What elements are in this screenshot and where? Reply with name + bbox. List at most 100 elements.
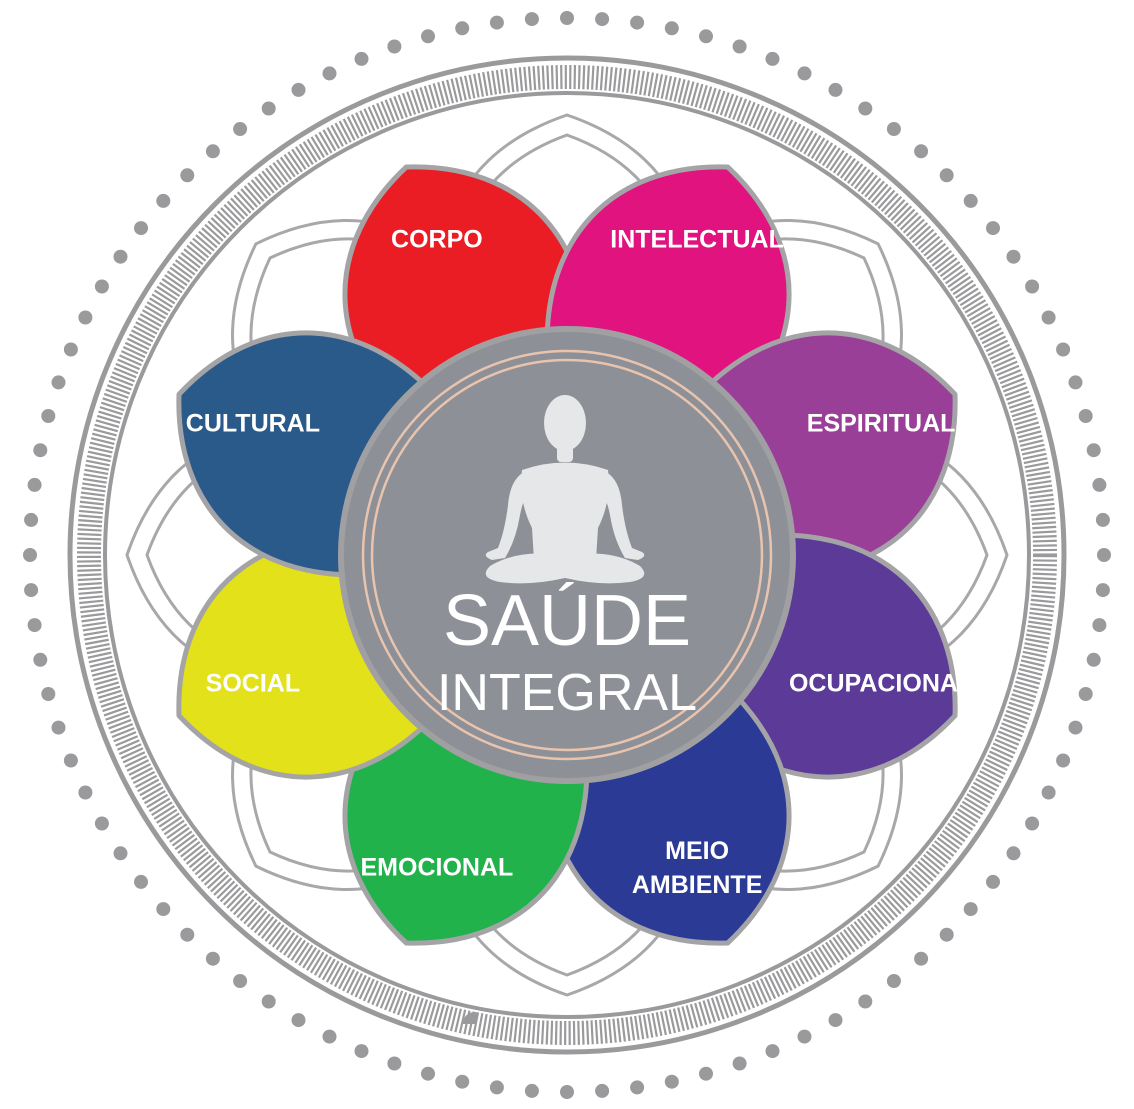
decorative-dot	[886, 122, 901, 136]
center-disc: SAÚDE INTEGRAL	[338, 326, 796, 784]
decorative-dot	[560, 1085, 574, 1099]
decorative-dot	[1056, 753, 1071, 768]
decorative-dot	[939, 927, 954, 942]
decorative-dot	[156, 902, 171, 917]
decorative-dot	[455, 1074, 470, 1089]
decorative-dot	[1095, 583, 1110, 598]
petal-label: CULTURAL	[186, 410, 320, 438]
decorative-dot	[205, 144, 220, 159]
decorative-dot	[986, 221, 1000, 236]
decorative-dot	[51, 720, 66, 735]
decorative-dot	[322, 1029, 337, 1044]
decorative-dot	[664, 21, 679, 36]
decorative-dot	[24, 583, 39, 598]
center-ring-inner	[370, 358, 764, 752]
petal-label: EMOCIONAL	[361, 854, 514, 882]
center-title: SAÚDE	[443, 581, 691, 661]
decorative-dot	[1097, 548, 1111, 562]
decorative-dot	[765, 1044, 780, 1059]
decorative-dot	[828, 82, 843, 97]
decorative-dot	[1006, 846, 1021, 861]
meditation-figure-icon	[485, 395, 645, 584]
decorative-dot	[33, 443, 48, 458]
decorative-dot	[180, 168, 195, 183]
decorative-dot	[51, 375, 66, 390]
decorative-dot	[560, 11, 574, 25]
decorative-dot	[1025, 816, 1040, 831]
decorative-dot	[261, 101, 276, 116]
decorative-dot	[858, 994, 873, 1009]
decorative-dot	[1086, 443, 1101, 458]
center-ring-outer	[361, 349, 773, 761]
decorative-dot	[664, 1074, 679, 1089]
outer-ring	[67, 55, 1067, 1055]
decorative-dot	[524, 12, 539, 27]
petal-label: CORPO	[391, 226, 483, 254]
decorative-dot	[699, 29, 713, 44]
inner-ring	[103, 91, 1031, 1019]
decorative-dot	[797, 1029, 812, 1044]
decorative-dot	[595, 1083, 610, 1098]
decorative-dot	[732, 1056, 747, 1071]
decorative-dot	[630, 1080, 645, 1095]
decorative-dot	[489, 1080, 504, 1095]
decorative-dot	[421, 29, 435, 44]
petal-label: ESPIRITUAL	[807, 410, 956, 438]
decorative-dot	[1078, 409, 1093, 423]
decorative-dot	[94, 279, 109, 294]
decorative-dot	[63, 753, 78, 768]
decorative-dot	[524, 1083, 539, 1098]
decorative-dot	[27, 477, 42, 492]
decorative-dot	[1006, 249, 1021, 264]
decorative-dot	[421, 1066, 435, 1081]
decorative-dot	[387, 1056, 402, 1071]
decorative-dot	[914, 144, 929, 159]
center-subtitle: INTEGRAL	[437, 664, 697, 722]
decorative-dot	[94, 816, 109, 831]
decorative-dot	[1086, 652, 1101, 667]
decorative-dot	[1068, 720, 1083, 735]
decorative-dot	[939, 168, 954, 183]
decorative-dot	[1095, 512, 1110, 527]
decorative-dot	[261, 994, 276, 1009]
decorative-dot	[78, 785, 93, 800]
decorative-dot	[63, 342, 78, 357]
decorative-dot	[699, 1066, 713, 1081]
decorative-dot	[113, 249, 128, 264]
decorative-dot	[23, 548, 37, 562]
decorative-dot	[1078, 687, 1093, 701]
decorative-dot	[205, 951, 220, 966]
decorative-dot	[732, 39, 747, 54]
decorative-dot	[914, 951, 929, 966]
decorative-dot	[134, 221, 148, 236]
decorative-dot	[1041, 785, 1056, 800]
decorative-dot	[41, 687, 56, 701]
decorative-dot	[886, 974, 901, 988]
decorative-dot	[1092, 477, 1107, 492]
decorative-dot	[113, 846, 128, 861]
decorative-dot	[963, 193, 978, 208]
decorative-dot	[156, 193, 171, 208]
decorative-dot	[858, 101, 873, 116]
petal-label: OCUPACIONAL	[789, 670, 973, 698]
decorative-dot	[630, 15, 645, 30]
decorative-dot	[354, 51, 369, 66]
decorative-dot	[1068, 375, 1083, 390]
decorative-dot	[1056, 342, 1071, 357]
decorative-dot	[1092, 618, 1107, 633]
decorative-dot	[180, 927, 195, 942]
decorative-dot	[233, 122, 248, 136]
decorative-dot	[354, 1044, 369, 1059]
decorative-dot	[291, 82, 306, 97]
decorative-dot	[797, 66, 812, 81]
decorative-dot	[489, 15, 504, 30]
decorative-dot	[322, 66, 337, 81]
decorative-dot	[233, 974, 248, 988]
decorative-dot	[24, 512, 39, 527]
decorative-dot	[1025, 279, 1040, 294]
decorative-dot	[765, 51, 780, 66]
decorative-dot	[27, 618, 42, 633]
decorative-dot	[41, 409, 56, 423]
